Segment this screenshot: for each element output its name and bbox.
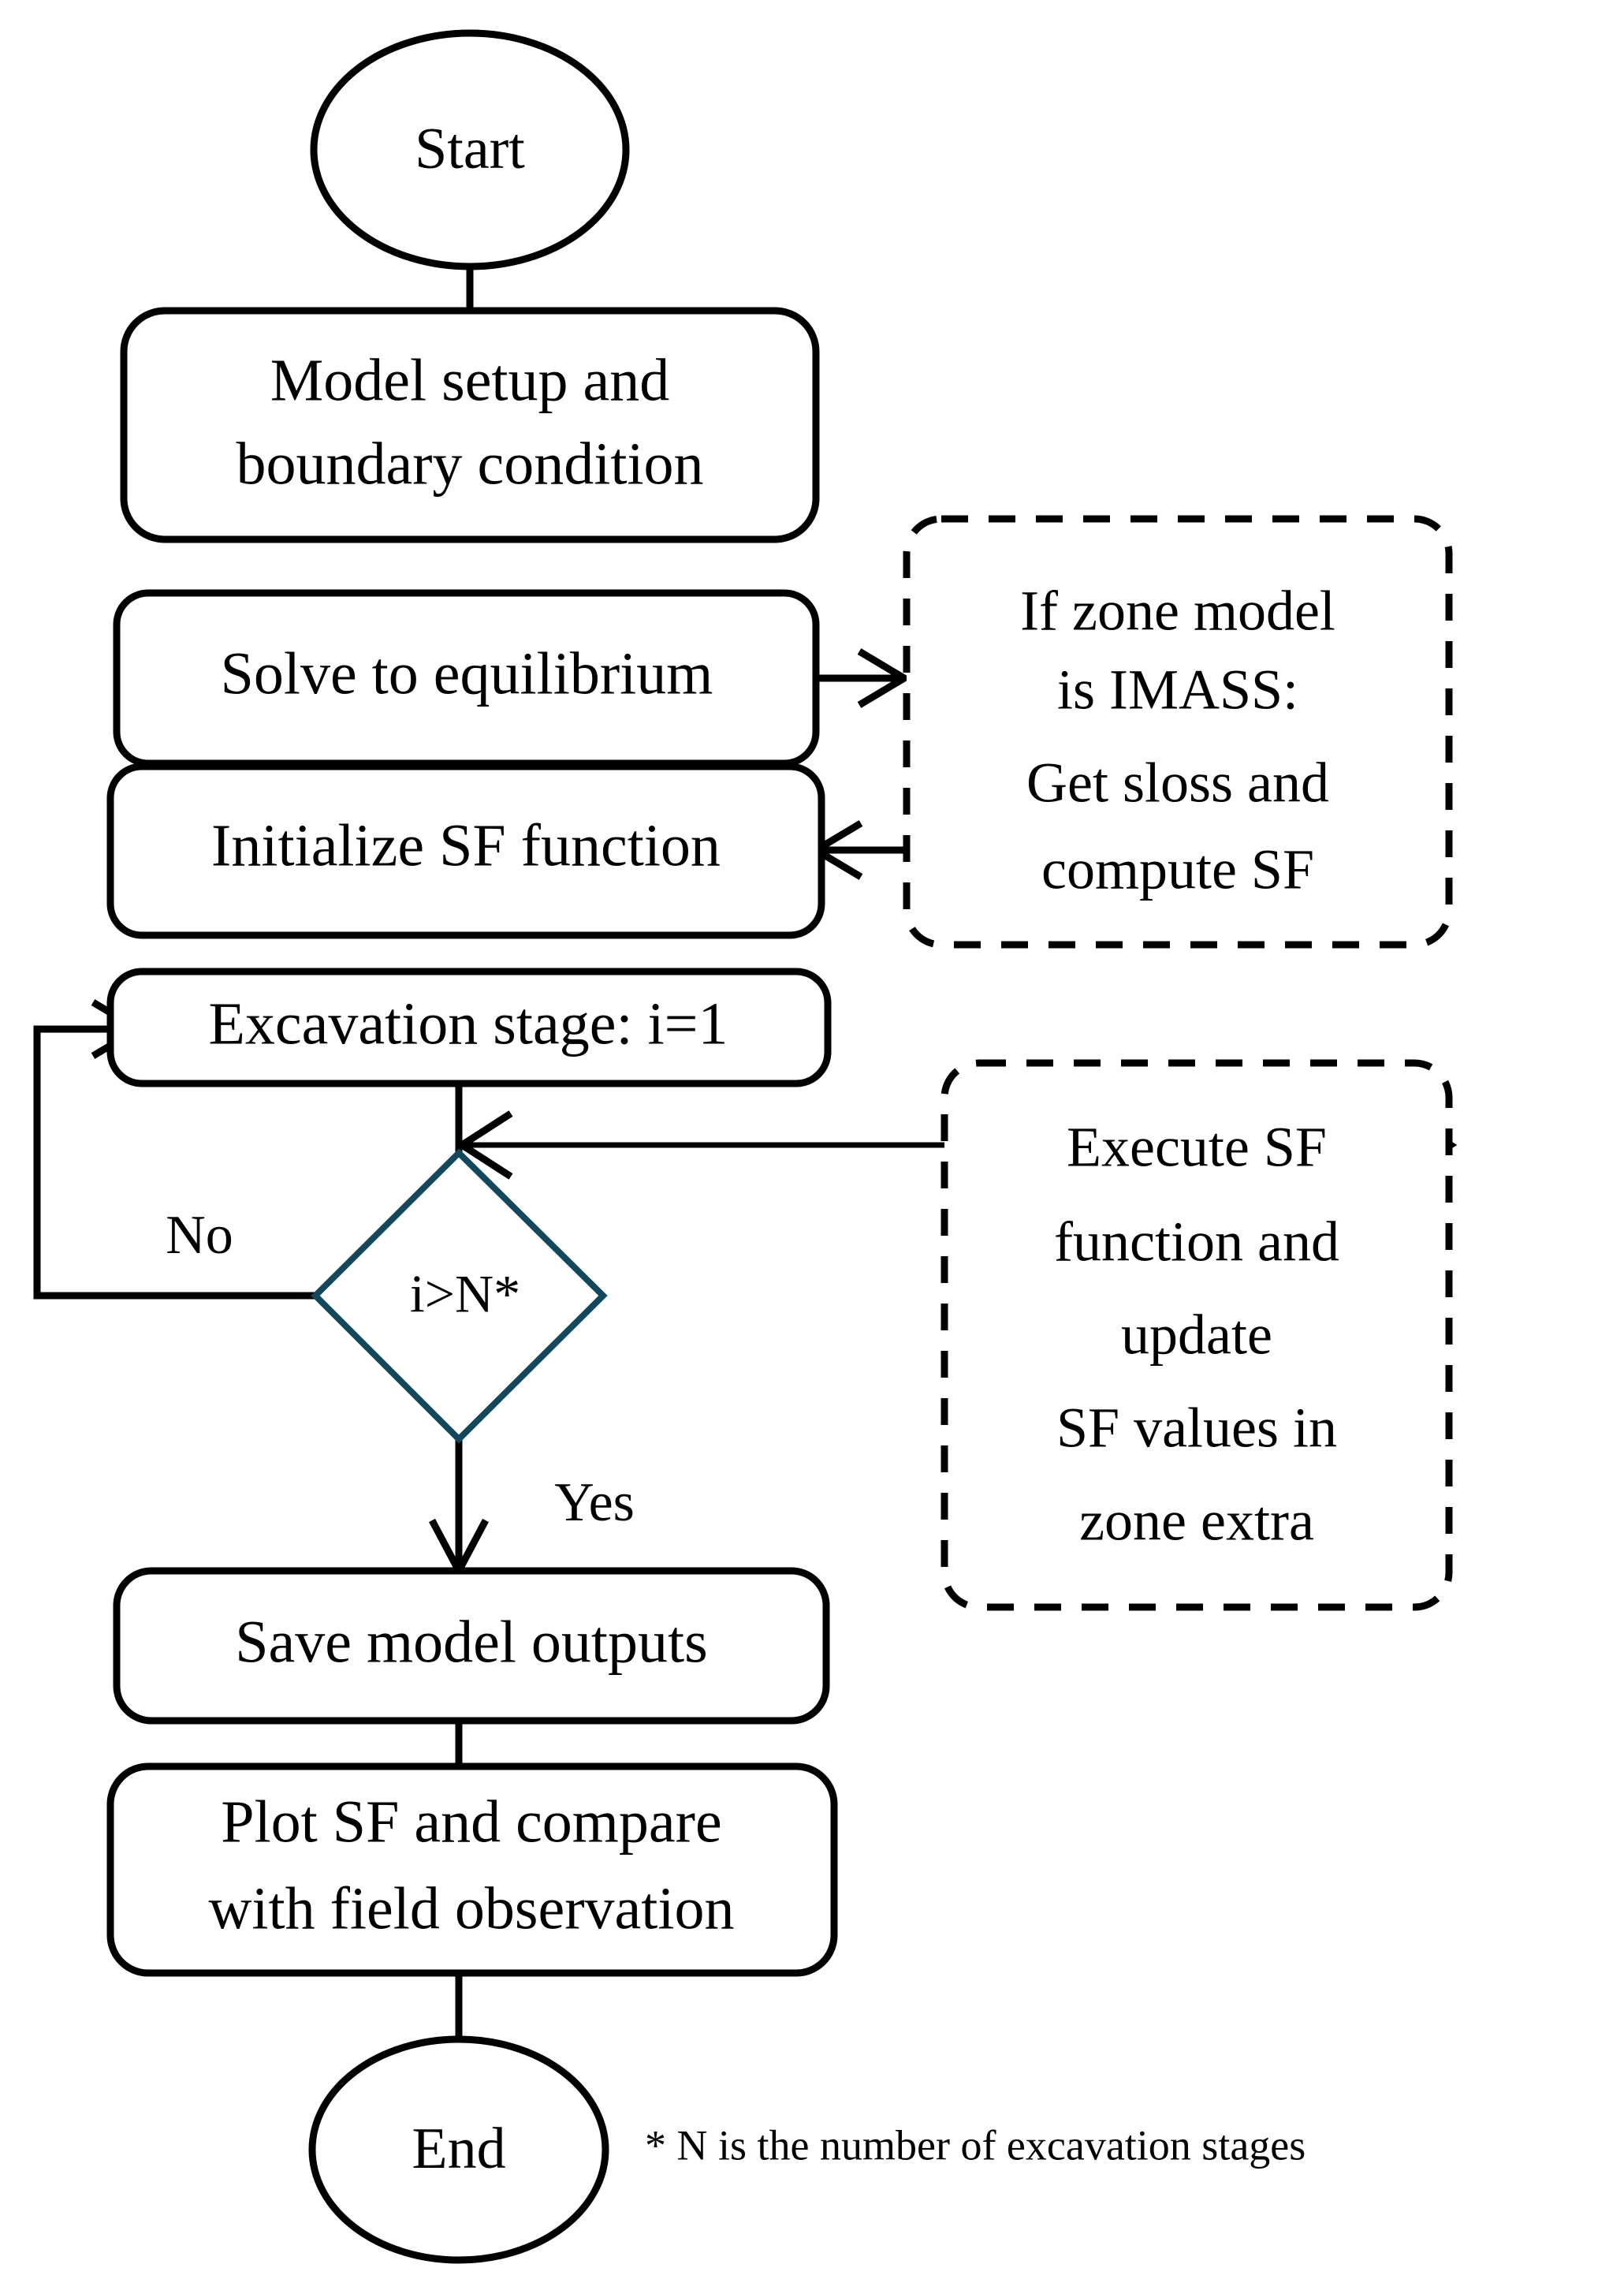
execute-sf-line1: Execute SF bbox=[1067, 1116, 1327, 1179]
initialize-sf-label: Initialize SF function bbox=[211, 812, 721, 878]
save-model-outputs-box bbox=[113, 1567, 830, 1725]
node-end[interactable]: End bbox=[308, 2035, 609, 2264]
execute-sf-line3: update bbox=[1121, 1304, 1272, 1367]
execute-sf-line2: function and bbox=[1054, 1210, 1339, 1274]
imass-note-box bbox=[903, 515, 1453, 949]
excavation-stage-box bbox=[106, 968, 832, 1087]
node-start[interactable]: Start bbox=[310, 29, 630, 270]
model-setup-box bbox=[120, 307, 820, 543]
note-execute-sf[interactable]: Execute SF function and update SF values… bbox=[941, 1059, 1453, 1611]
node-decision-i-gt-n[interactable]: i>N* bbox=[311, 1148, 608, 1444]
model-setup-line2: boundary condition bbox=[236, 431, 703, 497]
imass-note-line4: compute SF bbox=[1041, 838, 1314, 901]
plot-sf-compare-box bbox=[106, 1762, 838, 1977]
end-ellipse bbox=[308, 2035, 609, 2264]
solve-equilibrium-label: Solve to equilibrium bbox=[221, 640, 713, 707]
edge-label-no: No bbox=[166, 1205, 233, 1266]
end-label: End bbox=[412, 2117, 505, 2181]
footnote-text: * N is the number of excavation stages bbox=[645, 2121, 1306, 2169]
node-excavation-stage[interactable]: Excavation stage: i=1 bbox=[106, 968, 832, 1087]
decision-label: i>N* bbox=[410, 1264, 520, 1324]
execute-sf-line4: SF values in bbox=[1056, 1397, 1337, 1460]
initialize-sf-box bbox=[106, 763, 825, 939]
imass-note-line1: If zone model bbox=[1020, 580, 1335, 643]
node-solve-equilibrium[interactable]: Solve to equilibrium bbox=[113, 589, 820, 767]
imass-note-line2: is IMASS: bbox=[1057, 658, 1298, 722]
execute-sf-note-box bbox=[941, 1059, 1453, 1611]
imass-note-line3: Get sloss and bbox=[1026, 752, 1329, 815]
excavation-stage-label: Excavation stage: i=1 bbox=[208, 990, 728, 1057]
execute-sf-line5: zone extra bbox=[1079, 1490, 1314, 1553]
start-label: Start bbox=[415, 117, 525, 181]
plot-sf-line1: Plot SF and compare bbox=[221, 1789, 721, 1855]
edge-label-yes: Yes bbox=[554, 1472, 635, 1533]
plot-sf-line2: with field observation bbox=[209, 1875, 735, 1941]
connector-solve-to-imass-note bbox=[816, 648, 911, 708]
model-setup-line1: Model setup and bbox=[270, 347, 670, 413]
decision-diamond bbox=[311, 1148, 608, 1444]
node-model-setup[interactable]: Model setup and boundary condition bbox=[120, 307, 820, 543]
start-ellipse bbox=[310, 29, 630, 270]
save-model-outputs-label: Save model outputs bbox=[235, 1609, 708, 1675]
node-save-model-outputs[interactable]: Save model outputs bbox=[113, 1567, 830, 1725]
node-plot-sf-compare[interactable]: Plot SF and compare with field observati… bbox=[106, 1762, 838, 1977]
connector-imass-note-to-init-sf bbox=[809, 820, 908, 880]
node-initialize-sf[interactable]: Initialize SF function bbox=[106, 763, 825, 939]
note-imass[interactable]: If zone model is IMASS: Get sloss and co… bbox=[903, 515, 1453, 949]
connector-yes-to-save bbox=[429, 1439, 489, 1579]
